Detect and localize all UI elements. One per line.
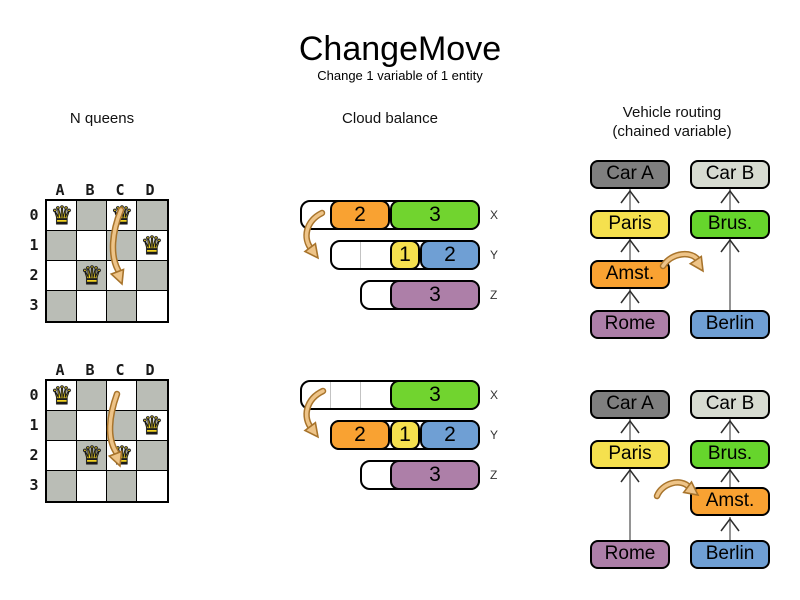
vehicle-box-car-a: Car A [590, 160, 670, 189]
process-block: 2 [330, 200, 390, 230]
city-box-brussels: Brus. [690, 210, 770, 239]
board-col-header: A [55, 361, 65, 379]
city-box-berlin: Berlin [690, 310, 770, 339]
queen-icon: ♛ [80, 441, 104, 471]
process-block: 1 [390, 240, 420, 270]
queen-icon: ♛ [80, 261, 104, 291]
queen-icon: ♛ [50, 381, 74, 411]
city-box-rome: Rome [590, 310, 670, 339]
computer-label: Z [490, 288, 498, 302]
board-row-label: 2 [29, 266, 39, 284]
capacity-divider [360, 382, 361, 408]
section-label-cloud: Cloud balance [342, 110, 438, 127]
section-label-nqueens: N queens [69, 110, 135, 127]
board-row-label: 2 [29, 446, 39, 464]
computer-label: Y [490, 428, 499, 442]
board-col-header: C [115, 361, 125, 379]
vehicle-box-car-b: Car B [690, 160, 770, 189]
capacity-divider [330, 382, 331, 408]
city-box-brussels: Brus. [690, 440, 770, 469]
process-block: 3 [390, 380, 480, 410]
queen-icon: ♛ [140, 231, 164, 261]
queen-icon: ♛ [140, 411, 164, 441]
board-row-label: 3 [29, 296, 39, 314]
capacity-divider [360, 242, 361, 268]
process-block: 1 [390, 420, 420, 450]
process-block: 2 [330, 420, 390, 450]
process-block: 3 [390, 280, 480, 310]
city-box-paris: Paris [590, 210, 670, 239]
board-row-label: 3 [29, 476, 39, 494]
computer-label: X [490, 208, 499, 222]
process-block: 2 [420, 240, 480, 270]
section-label-vehicle: Vehicle routing [622, 104, 722, 121]
page-subtitle: Change 1 variable of 1 entity [317, 68, 483, 83]
process-block: 3 [390, 200, 480, 230]
vehicle-box-car-b: Car B [690, 390, 770, 419]
board-row-label: 1 [29, 236, 39, 254]
board-col-header: D [145, 181, 155, 199]
page-title: ChangeMove [298, 30, 502, 68]
city-box-amsterdam: Amst. [690, 487, 770, 516]
board-row-label: 1 [29, 416, 39, 434]
queen-icon: ♛ [110, 201, 134, 231]
chessboard-before: ♛ ♛ ♛ ♛ [45, 199, 169, 323]
board-col-header: D [145, 361, 155, 379]
city-box-berlin: Berlin [690, 540, 770, 569]
board-col-header: B [85, 361, 95, 379]
process-block: 3 [390, 460, 480, 490]
queen-icon: ♛ [50, 201, 74, 231]
computer-label: Z [490, 468, 498, 482]
chessboard-after: ♛ ♛ ♛ ♛ [45, 379, 169, 503]
board-row-label: 0 [29, 386, 39, 404]
board-row-label: 0 [29, 206, 39, 224]
board-col-header: C [115, 181, 125, 199]
vehicle-box-car-a: Car A [590, 390, 670, 419]
computer-label: X [490, 388, 499, 402]
section-sublabel-vehicle: (chained variable) [612, 123, 732, 140]
board-col-header: B [85, 181, 95, 199]
city-box-paris: Paris [590, 440, 670, 469]
city-box-rome: Rome [590, 540, 670, 569]
process-block: 2 [420, 420, 480, 450]
queen-icon: ♛ [110, 441, 134, 471]
board-col-header: A [55, 181, 65, 199]
computer-label: Y [490, 248, 499, 262]
city-box-amsterdam: Amst. [590, 260, 670, 289]
